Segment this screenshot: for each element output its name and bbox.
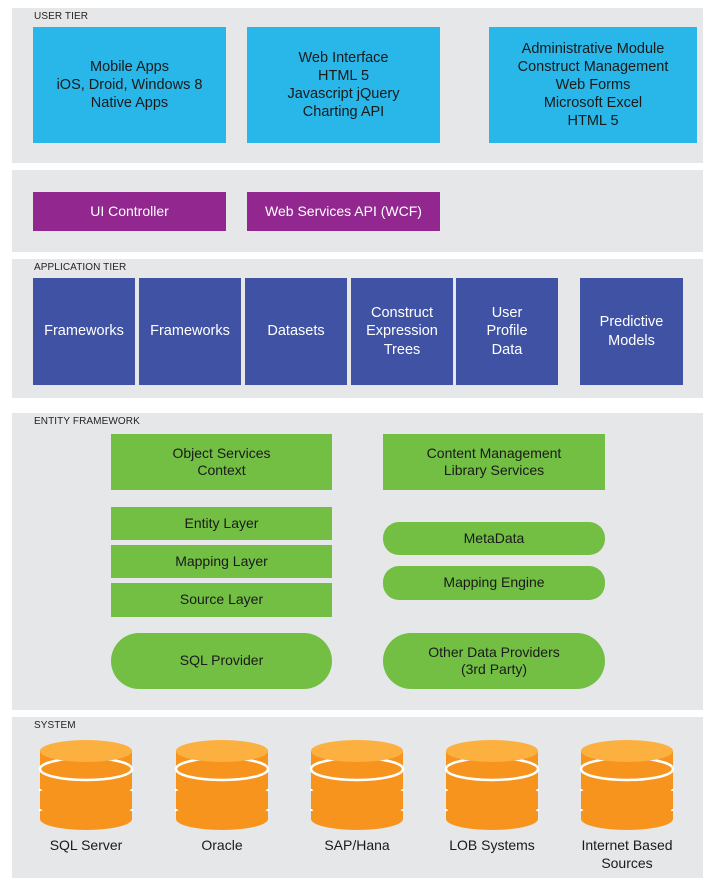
sap-hana-database: SAP/Hana	[309, 737, 405, 853]
admin-module-line: Construct Management	[517, 58, 669, 75]
source-layer-box: Source Layer	[111, 583, 332, 617]
application-tier-band: APPLICATION TIER Frameworks Frameworks D…	[12, 259, 703, 398]
mobile-apps-box: Mobile Apps iOS, Droid, Windows 8 Native…	[33, 27, 226, 143]
frameworks-box: Frameworks	[33, 278, 135, 385]
entity-layer-label: Entity Layer	[184, 514, 259, 531]
web-interface-line: Javascript jQuery	[287, 86, 400, 102]
admin-module-line: Administrative Module	[521, 40, 665, 57]
admin-module-line: HTML 5	[567, 113, 619, 130]
mobile-apps-line: Mobile Apps	[90, 58, 169, 75]
web-interface-line: HTML 5	[317, 67, 370, 84]
predictive-models-box: Predictive Models	[580, 278, 683, 385]
datasets-label: Datasets	[267, 323, 325, 340]
frameworks-label: Frameworks	[150, 323, 230, 340]
object-services-context-box: Object Services Context	[111, 434, 332, 490]
lob-systems-database: LOB Systems	[444, 737, 540, 853]
user-profile-data-box: User Profile Data	[456, 278, 558, 385]
database-label-line: SQL Server	[49, 837, 123, 853]
administrative-module-box: Administrative Module Construct Manageme…	[489, 27, 697, 143]
mapping-layer-label: Mapping Layer	[175, 552, 268, 569]
web-interface-line: Web Interface	[298, 49, 389, 66]
other-data-providers-pill: Other Data Providers (3rd Party)	[383, 633, 605, 689]
entity-layer-box: Entity Layer	[111, 507, 332, 540]
object-services-line: Object Services	[172, 444, 271, 461]
database-label-line: LOB Systems	[449, 837, 535, 853]
database-label-line: Internet Based	[581, 837, 673, 853]
database-icon	[444, 738, 540, 832]
user-profile-data-line: Profile	[486, 323, 528, 340]
other-providers-line: (3rd Party)	[460, 661, 528, 677]
source-layer-label: Source Layer	[179, 591, 264, 608]
admin-module-line: Microsoft Excel	[543, 95, 643, 112]
services-tier-band: UI Controller Web Services API (WCF)	[12, 170, 703, 252]
sql-provider-pill: SQL Provider	[111, 633, 332, 689]
user-tier-label: USER TIER	[34, 11, 89, 22]
web-services-api-box: Web Services API (WCF)	[247, 192, 440, 231]
database-label-line: SAP/Hana	[324, 837, 390, 853]
database-label: Oracle	[144, 837, 300, 855]
ui-controller-label: UI Controller	[90, 202, 169, 219]
application-tier-label: APPLICATION TIER	[34, 262, 127, 273]
database-icon	[309, 738, 405, 832]
mapping-layer-box: Mapping Layer	[111, 545, 332, 578]
datasets-box: Datasets	[245, 278, 347, 385]
database-icon	[579, 738, 675, 832]
oracle-database: Oracle	[174, 737, 270, 853]
user-profile-data-line: Data	[491, 341, 523, 358]
database-label-line: Oracle	[201, 837, 243, 853]
metadata-pill: MetaData	[383, 522, 605, 555]
construct-expression-trees-line: Trees	[383, 341, 421, 358]
predictive-models-line: Predictive	[599, 314, 664, 331]
frameworks-label: Frameworks	[44, 323, 124, 340]
database-label: LOB Systems	[414, 837, 570, 855]
mapping-engine-label: Mapping Engine	[443, 574, 545, 591]
ui-controller-box: UI Controller	[33, 192, 226, 231]
other-providers-line: Other Data Providers	[428, 643, 560, 660]
internet-based-sources-database: Internet Based Sources	[579, 737, 675, 871]
database-label: SAP/Hana	[279, 837, 435, 855]
mobile-apps-line: iOS, Droid, Windows 8	[56, 76, 203, 93]
database-label: Internet Based Sources	[549, 837, 705, 872]
content-management-box: Content Management Library Services	[383, 434, 605, 490]
object-services-line: Context	[197, 462, 246, 478]
web-interface-line: Charting API	[302, 104, 385, 121]
system-band: SYSTEM SQL Server Oracle SAP/Hana LOB Sy…	[12, 717, 703, 878]
metadata-label: MetaData	[463, 529, 525, 546]
sql-provider-label: SQL Provider	[179, 652, 264, 669]
construct-expression-trees-box: Construct Expression Trees	[351, 278, 453, 385]
system-label: SYSTEM	[34, 720, 76, 731]
web-services-api-label: Web Services API (WCF)	[265, 202, 422, 219]
content-management-line: Library Services	[443, 462, 545, 478]
frameworks-box: Frameworks	[139, 278, 241, 385]
construct-expression-trees-line: Expression	[366, 323, 438, 340]
web-interface-box: Web Interface HTML 5 Javascript jQuery C…	[247, 27, 440, 143]
construct-expression-trees-line: Construct	[370, 305, 434, 322]
database-label-line: Sources	[601, 854, 653, 871]
predictive-models-line: Models	[608, 332, 655, 349]
database-icon	[174, 738, 270, 832]
user-tier-band: USER TIER Mobile Apps iOS, Droid, Window…	[12, 8, 703, 163]
database-label: SQL Server	[8, 837, 164, 855]
entity-framework-band: ENTITY FRAMEWORK Object Services Context…	[12, 413, 703, 710]
admin-module-line: Web Forms	[555, 76, 631, 93]
entity-framework-label: ENTITY FRAMEWORK	[34, 416, 140, 427]
user-profile-data-line: User	[491, 305, 523, 322]
mapping-engine-pill: Mapping Engine	[383, 566, 605, 600]
database-icon	[38, 738, 134, 832]
content-management-line: Content Management	[426, 444, 562, 461]
mobile-apps-line: Native Apps	[90, 95, 169, 112]
sql-server-database: SQL Server	[38, 737, 134, 853]
